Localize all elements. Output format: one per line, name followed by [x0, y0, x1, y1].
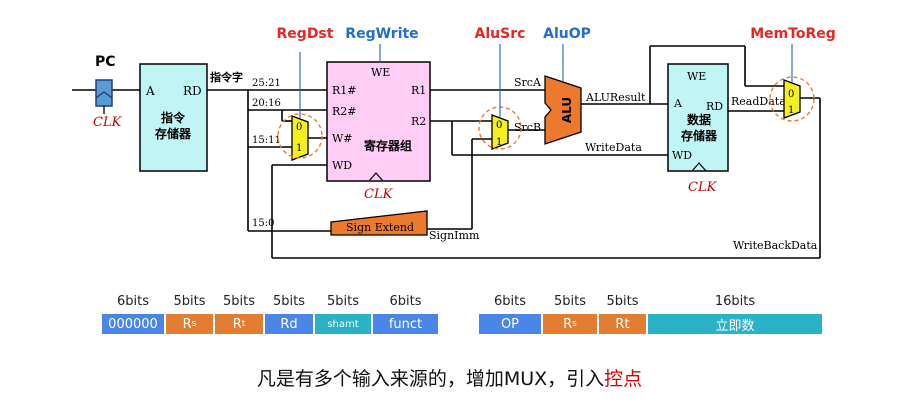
instruction-memory: A RD 指令 存储器 指令字	[139, 63, 243, 172]
i-format-bits-1: 5bits	[553, 294, 586, 309]
regfile-clk-label: CLK	[364, 187, 394, 202]
i-format-bits-0: 6bits	[493, 294, 526, 309]
writebackdata-label: WriteBackData	[733, 239, 818, 252]
caption-text: 凡是有多个输入来源的，增加MUX，引入	[256, 368, 605, 390]
i-format-field-3: 立即数	[715, 318, 755, 334]
pc-label: PC	[95, 54, 116, 70]
r-format-field-0: 000000	[108, 316, 158, 332]
data-memory: WE A RD 数据 存储器 WD CLK ReadData	[667, 63, 786, 195]
aluop-control-label: AluOP	[543, 26, 591, 42]
dmem-name-line2: 存储器	[680, 128, 718, 143]
r-format-field-4: shamt	[327, 318, 359, 330]
dmem-we-label: WE	[687, 70, 706, 83]
i-format-field-1: R	[563, 316, 573, 332]
alusrc-control-label: AluSrc	[475, 26, 526, 42]
alusrc-mux-0: 0	[496, 120, 502, 131]
readdata-label: ReadData	[731, 95, 786, 108]
caption-highlight: 控点	[604, 368, 643, 390]
r-format-field-3: Rd	[280, 316, 298, 332]
regdst-mux: 0 1	[277, 52, 323, 161]
dmem-addr-label: A	[673, 97, 683, 110]
r-format-bits-1: 5bits	[173, 294, 206, 309]
r-format-field-2-sub: t	[241, 319, 246, 329]
i-format-field-0: OP	[500, 316, 520, 332]
dmem-clk-label: CLK	[688, 180, 718, 195]
datapath-wires	[72, 45, 821, 259]
regdst-mux-0: 0	[296, 122, 302, 133]
srcb-label: SrcB	[514, 121, 541, 134]
regfile-r2-label: R2	[411, 115, 426, 128]
i-format-bits-2: 5bits	[606, 294, 639, 309]
aluresult-label: ALUResult	[585, 91, 646, 104]
r-format-opcode-field: 000000	[101, 313, 165, 335]
regdst-mux-1: 1	[296, 143, 302, 154]
alusrc-mux: 0 1 SrcA SrcB	[478, 44, 542, 150]
i-format-op-field: OP	[478, 313, 542, 335]
datapath-diagram: PC CLK A RD 指令 存储器 指令字 25:21 20:16 15:11…	[72, 26, 836, 259]
dmem-wd-label: WD	[672, 149, 692, 162]
r-format-bits-4: 5bits	[326, 294, 359, 309]
srca-label: SrcA	[514, 76, 542, 89]
instruction-word-label: 指令字	[210, 70, 243, 84]
r-format-bits-5: 6bits	[389, 294, 422, 309]
r-format-rd-field: Rd	[264, 313, 314, 335]
memtoreg-mux: 0 1	[769, 44, 815, 122]
r-format-bits-3: 5bits	[272, 294, 305, 309]
field-15-11: 15:11	[252, 135, 281, 146]
i-format-bits-3: 16bits	[714, 294, 756, 309]
imem-name-line1: 指令	[161, 110, 186, 125]
memtoreg-mux-0: 0	[788, 89, 794, 100]
signimm-label: SignImm	[429, 229, 480, 242]
dmem-rd-label: RD	[706, 100, 723, 113]
register-file: WE R1# R2# W# WD R1 R2 寄存器组 CLK	[326, 44, 431, 202]
alu-label: ALU	[560, 97, 574, 123]
r-format-funct-field: funct	[372, 313, 439, 335]
imem-addr-label: A	[145, 84, 155, 98]
r-format-field-1: R	[182, 316, 192, 332]
regfile-r2-addr-label: R2#	[332, 105, 357, 118]
pc-clk-label: CLK	[93, 115, 123, 130]
pc-register: PC CLK	[93, 54, 123, 130]
regfile-we-label: WE	[371, 66, 390, 79]
dmem-name-line1: 数据	[687, 112, 711, 127]
field-15-0: 15:0	[252, 218, 274, 229]
field-20-16: 20:16	[252, 98, 281, 109]
regwrite-control-label: RegWrite	[345, 26, 418, 42]
sign-extend-label: Sign Extend	[346, 221, 414, 234]
imem-rd-label: RD	[183, 84, 202, 98]
i-format-rt-field: Rt	[598, 313, 647, 335]
writedata-label: WriteData	[585, 141, 642, 154]
alu: ALU ALUResult	[544, 44, 646, 145]
regfile-r1-addr-label: R1#	[332, 84, 357, 97]
i-format-field-2: Rt	[615, 316, 630, 332]
alusrc-mux-1: 1	[496, 137, 502, 148]
imem-name-line2: 存储器	[154, 126, 192, 141]
regfile-w-addr-label: W#	[332, 132, 353, 145]
regfile-wd-label: WD	[332, 159, 352, 172]
r-format-shamt-field: shamt	[314, 313, 372, 335]
regfile-name: 寄存器组	[364, 138, 412, 153]
i-format-field-1-sub: s	[572, 319, 577, 329]
i-format-immediate-field: 立即数	[647, 313, 823, 335]
regdst-control-label: RegDst	[277, 26, 334, 42]
r-format-field-2: R	[232, 316, 242, 332]
memtoreg-control-label: MemToReg	[750, 26, 836, 42]
r-format-field-1-sub: s	[191, 319, 197, 329]
r-format-bits-0: 6bits	[116, 294, 149, 309]
r-format-bits-2: 5bits	[222, 294, 255, 309]
caption: 凡是有多个输入来源的，增加MUX，引入控点	[0, 364, 899, 391]
field-25-21: 25:21	[252, 78, 281, 89]
sign-extend-unit: Sign Extend SignImm	[330, 210, 480, 242]
r-format-field-5: funct	[388, 316, 423, 332]
regfile-r1-label: R1	[411, 84, 426, 97]
memtoreg-mux-1: 1	[788, 105, 794, 116]
